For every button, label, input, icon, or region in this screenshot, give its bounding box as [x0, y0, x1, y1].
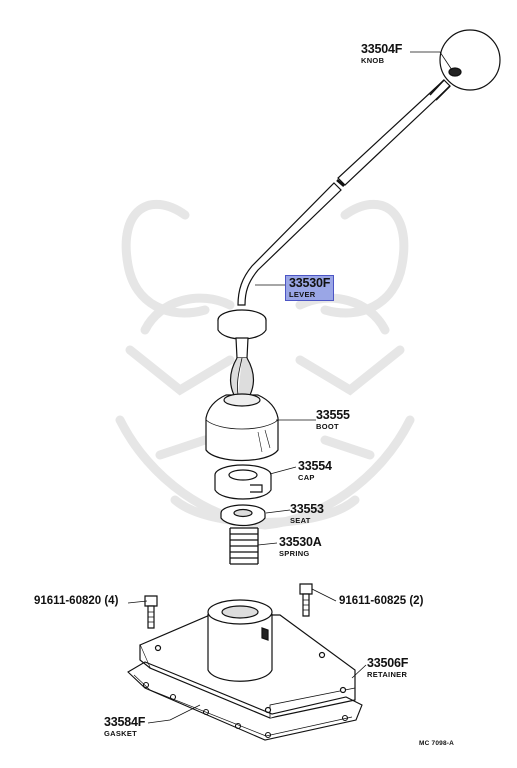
gasket-part — [127, 661, 363, 741]
part-name-knob: KNOB — [361, 55, 385, 65]
cap-part — [214, 464, 272, 500]
spring-part — [229, 527, 259, 565]
part-number-seat: 33553 — [290, 502, 324, 516]
part-name-seat: SEAT — [290, 515, 311, 525]
boot-part — [205, 393, 279, 462]
part-name-gasket: GASKET — [104, 728, 138, 738]
bolt-right-part — [299, 583, 313, 617]
part-name-cap: CAP — [298, 472, 315, 482]
callout-seat[interactable]: 33553 SEAT — [290, 503, 324, 524]
lever-part — [217, 79, 451, 396]
callout-retainer[interactable]: 33506F RETAINER — [367, 657, 408, 678]
leader-lines — [127, 51, 453, 724]
callout-bolt-left[interactable]: 91611-60820 (4) — [34, 595, 119, 607]
part-number-cap: 33554 — [298, 459, 332, 473]
callout-spring[interactable]: 33530A SPRING — [279, 536, 322, 557]
part-number-retainer: 33506F — [367, 656, 409, 670]
callout-knob[interactable]: 33504F KNOB — [361, 43, 402, 64]
callout-bolt-right[interactable]: 91611-60825 (2) — [339, 595, 424, 607]
diagram-code: MC 7098-A — [419, 740, 455, 747]
part-name-retainer: RETAINER — [367, 669, 408, 679]
part-number-spring: 33530A — [279, 535, 322, 549]
part-name-lever: LEVER — [289, 289, 316, 299]
callout-gasket[interactable]: 33584F GASKET — [104, 716, 145, 737]
part-name-spring: SPRING — [279, 548, 310, 558]
callout-cap[interactable]: 33554 CAP — [298, 460, 332, 481]
part-number-gasket: 33584F — [104, 715, 146, 729]
callout-boot[interactable]: 33555 BOOT — [316, 409, 350, 430]
samurai-helmet-logo-watermark — [115, 200, 415, 530]
bolt-left-part — [144, 595, 158, 629]
part-number-lever: 33530F — [289, 276, 331, 290]
seat-part — [220, 504, 266, 527]
part-name-boot: BOOT — [316, 421, 339, 431]
knob-part — [439, 29, 501, 91]
part-number-boot: 33555 — [316, 408, 350, 422]
retainer-part — [139, 599, 356, 719]
part-number-knob: 33504F — [361, 42, 403, 56]
callout-lever[interactable]: 33530F LEVER — [284, 275, 335, 301]
